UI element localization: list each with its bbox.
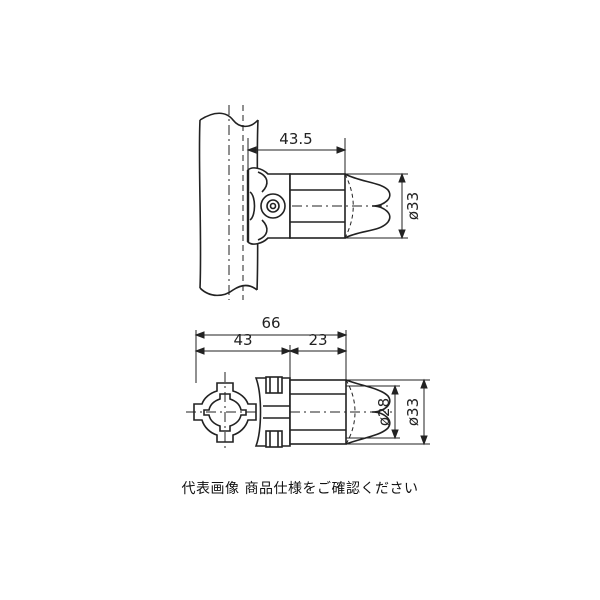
caption: 代表画像 商品仕様をご確認ください bbox=[181, 481, 419, 497]
dimension-top-diameter bbox=[345, 172, 408, 240]
vertical-pipe bbox=[198, 105, 259, 300]
dimension-inner-diameter bbox=[346, 384, 400, 440]
bottom-view bbox=[186, 330, 430, 452]
dimension-43.5 bbox=[246, 138, 347, 174]
dim-label-43: 43 bbox=[233, 331, 252, 349]
dim-label-43.5: 43.5 bbox=[279, 130, 312, 148]
top-horizontal-pipe bbox=[289, 173, 391, 239]
dim-label-inner-diameter: ø28 bbox=[375, 398, 393, 426]
bottom-clamp bbox=[254, 376, 291, 448]
top-clamp bbox=[246, 167, 291, 245]
top-view bbox=[198, 105, 408, 300]
dimension-66 bbox=[194, 330, 348, 383]
dim-label-outer-diameter: ø33 bbox=[404, 398, 422, 426]
cross-section-pipe bbox=[186, 372, 268, 452]
dim-label-66: 66 bbox=[261, 314, 280, 332]
dim-label-top-diameter: ø33 bbox=[404, 192, 422, 220]
dimension-43-23 bbox=[194, 345, 348, 378]
dim-label-23: 23 bbox=[308, 331, 327, 349]
bottom-horizontal-pipe bbox=[289, 379, 392, 445]
dimension-outer-diameter bbox=[346, 378, 430, 446]
